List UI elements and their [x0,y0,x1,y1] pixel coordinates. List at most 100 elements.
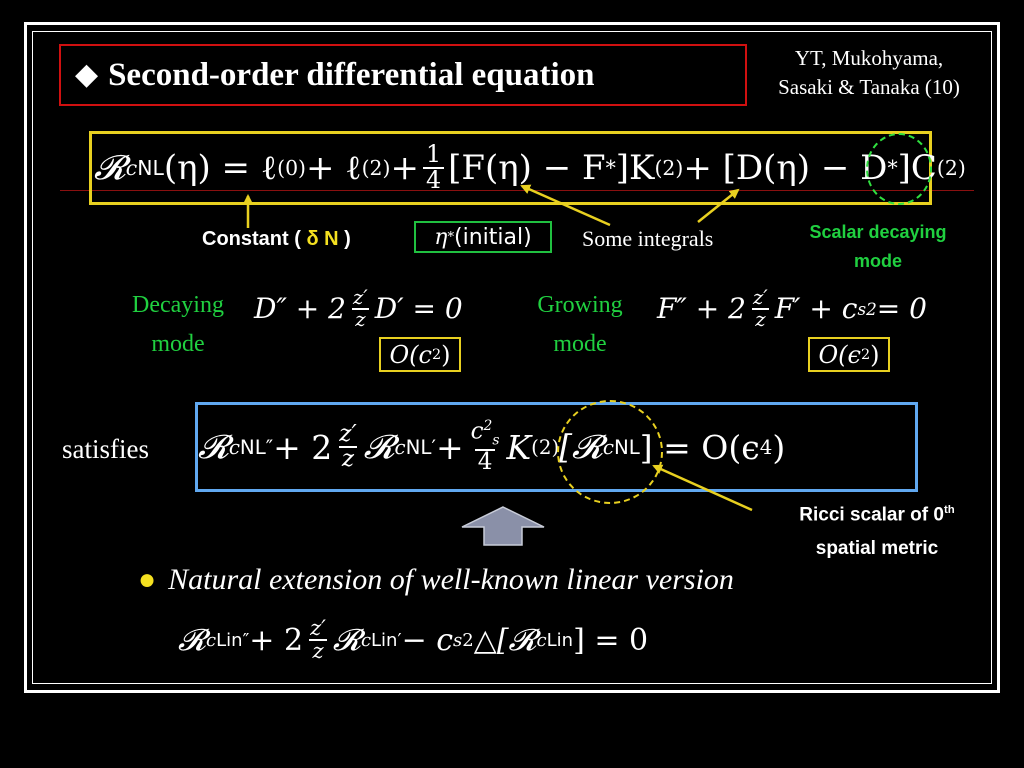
up-arrow-icon [461,506,545,546]
fstar-sub: * [605,156,616,180]
lin-zprime-fraction: z′z [307,618,329,662]
eq-plus3: + [D(η) − D [683,148,888,188]
satisfies-equation-box [195,402,918,492]
r-sup: NL [137,156,164,180]
growing-eq-right: F′ + c [774,292,858,326]
reference-line-1: YT, Mukohyama, [794,46,944,70]
lin-cs-sub: s [453,629,463,651]
cs-sup: 2 [866,298,877,319]
lin-r3-sup: Lin [546,629,574,651]
frac-num: z′ [310,616,326,640]
ricci-line1: Ricci scalar of 0th [757,493,997,532]
rhs-sup: 4 [759,435,773,459]
delta-n: δ N [306,228,339,250]
decaying-eq-right: D′ = 0 [374,292,463,326]
ricci-arrow [652,464,753,512]
cs-sub: s [857,298,867,319]
r1-symbol: 𝓡 [198,427,229,466]
lin-r2-sub: c [360,629,372,651]
order-text: O(c [389,340,432,369]
eta-sub: * [447,229,455,245]
frac-den: z [352,307,369,330]
decaying-eq-left: D″ + 2 [254,292,346,326]
diamond-bullet-icon: ◆ [75,58,99,91]
decaying-line1: Decaying [132,292,224,318]
order-end: ) [870,340,880,369]
ricci-line1-text: Ricci scalar of 0 [799,504,944,526]
zprime-fraction: z′z [336,420,359,471]
lin-minus: − c [401,622,454,658]
constant-suffix: ) [344,228,351,250]
growing-eq-left: F″ + 2 [657,292,746,326]
decaying-fraction: z′z [350,288,371,329]
frac-den: z [338,446,358,471]
order-sup: 2 [860,346,871,363]
initial-text: (initial) [454,224,532,250]
red-divider [60,190,974,191]
frac-den: 4 [422,167,445,193]
decaying-mode-label: Decaying mode [110,286,246,364]
scalar-decaying-line2: mode [853,251,902,271]
growing-line2: mode [553,331,607,357]
k2-highlight-circle [557,400,663,504]
c2-sup: (2) [936,156,966,180]
k2-sup: (2) [654,156,684,180]
k-symbol: K [506,427,532,467]
frac-den: z [752,307,769,330]
ricci-line1-sup: th [943,504,955,516]
slide-frame-inner [32,31,992,684]
growing-mode-label: Growing mode [514,286,646,364]
k-sup: (2) [531,435,560,459]
plus1: + 2 [273,427,333,467]
eq-plus2: + [390,148,419,188]
slide-frame-outer [24,22,1000,693]
extension-line: ● Natural extension of well-known linear… [138,563,734,597]
integrals-arrow-right [697,188,740,223]
r-symbol: 𝓡 [94,148,126,188]
reference-line-2: Sasaki & Tanaka (10) [778,75,960,99]
constant-prefix: Constant ( [202,228,301,250]
eta-symbol: η [434,224,448,250]
order-sup: 2 [431,346,442,363]
r1-sub: c [228,435,240,459]
eq-bracket1: [F(η) − F [448,148,606,188]
lin-delta: △[𝓡 [473,622,537,658]
r-sub: c [125,156,138,180]
constant-label: Constant ( δ N ) [202,228,351,251]
frac-num: z′ [752,286,768,309]
cs-num-sup: 2 [483,418,493,435]
eta-initial-box: η* (initial) [414,221,552,253]
lin-r2-sup: Lin′ [371,629,402,651]
order-end: ) [441,340,451,369]
cs-num: c2s [468,418,503,448]
r2-sup: NL′ [405,435,436,459]
r1-sup: NL″ [239,435,274,459]
lin-cs-sup: 2 [462,629,474,651]
frac-num: 1 [425,140,442,169]
lin-r2: 𝓡 [332,622,361,658]
scalar-decaying-line1: Scalar decaying [809,222,947,242]
r2-sub: c [394,435,406,459]
rhs-end: ) [772,427,786,467]
frac-num: z′ [352,286,368,309]
lin-r1: 𝓡 [178,622,207,658]
order-text: O(ϵ [818,340,861,369]
circle-bullet-icon: ● [138,563,157,596]
eq-arg: (η) = ℓ [163,148,278,188]
lin-r1-sub: c [206,629,217,651]
ricci-line2: spatial metric [815,538,939,560]
title-box: ◆ Second-order differential equation [59,44,747,106]
lin-end: ] = 0 [573,622,649,658]
r2-symbol: 𝓡 [363,427,395,466]
l0-sup: (0) [277,156,306,180]
frac-num: z′ [339,420,357,447]
cs-num-c: c [470,419,484,446]
lin-r3-sub: c [536,629,547,651]
